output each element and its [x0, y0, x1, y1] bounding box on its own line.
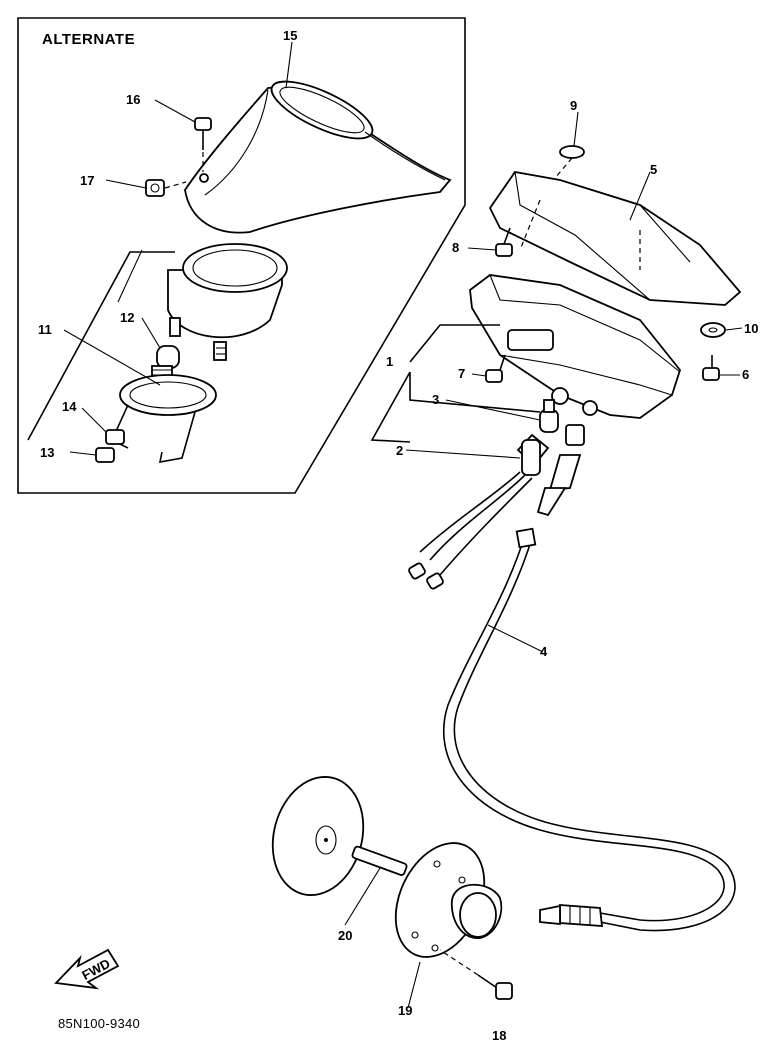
meter-assembly-part [469, 274, 682, 419]
svg-text:FWD: FWD [79, 956, 112, 983]
callout-15: 15 [283, 28, 297, 43]
drawing-code: 85N100-9340 [58, 1016, 140, 1031]
washer-10-part [700, 322, 726, 338]
speedometer-cable-part [442, 424, 736, 932]
gear-unit-19-part [394, 842, 503, 958]
callout-13: 13 [40, 445, 54, 460]
callout-1: 1 [386, 354, 393, 369]
alternate-inset-frame [17, 17, 466, 494]
alternate-gauge-part [167, 243, 288, 361]
screw-6-part [702, 355, 720, 381]
callout-11: 11 [38, 322, 52, 337]
callout-4: 4 [540, 644, 548, 659]
grommet-9-part [554, 145, 585, 179]
callout-3: 3 [432, 392, 439, 407]
screw-16-part [194, 117, 212, 172]
bulb-3-part [539, 399, 559, 433]
fwd-arrow-icon: FWD [54, 948, 120, 990]
pin-20-part [351, 845, 408, 876]
callout-14: 14 [62, 399, 77, 414]
callout-2: 2 [396, 443, 403, 458]
callout-5: 5 [650, 162, 657, 177]
callout-17: 17 [80, 173, 94, 188]
callout-16: 16 [126, 92, 140, 107]
callout-8: 8 [452, 240, 459, 255]
nut-17-part [145, 179, 165, 197]
callout-10: 10 [744, 321, 758, 336]
bracket-11-part [110, 374, 217, 463]
callout-18: 18 [492, 1028, 506, 1043]
rotor-disc-part [271, 776, 365, 896]
nut-14-part [105, 429, 125, 445]
callout-6: 6 [742, 367, 749, 382]
screw-7-part [485, 354, 506, 383]
alternate-title: ALTERNATE [42, 31, 135, 48]
nut-13-part [95, 447, 115, 463]
callout-20: 20 [338, 928, 352, 943]
callout-7: 7 [458, 366, 465, 381]
cowl-visor-part [184, 80, 452, 234]
harness-2-part [408, 433, 550, 590]
callout-19: 19 [398, 1003, 412, 1018]
bolt-18-part [439, 949, 513, 1000]
meter-cover-part [488, 171, 742, 306]
callout-12: 12 [120, 310, 134, 325]
callout-9: 9 [570, 98, 577, 113]
